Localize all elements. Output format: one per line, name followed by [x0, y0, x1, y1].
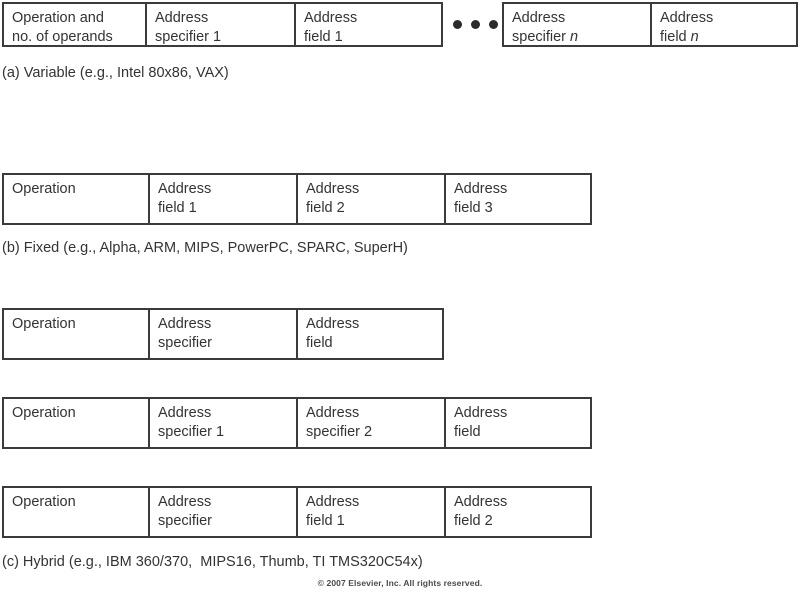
field-address-field-2: Address field 2: [454, 494, 508, 529]
field-address-field-n: Address field n: [652, 4, 796, 45]
fixed-format-row: Operation Address field 1 Address field …: [2, 173, 592, 225]
copyright-notice: © 2007 Elsevier, Inc. All rights reserve…: [317, 578, 483, 588]
field-address-field-n-line1: Address: [660, 10, 714, 26]
variable-format-left-group: Operation and no. of operands Address sp…: [2, 2, 443, 47]
ellipsis-dot-1: [453, 19, 462, 29]
hybrid-format-row-2: Operation Address specifier 1 Address sp…: [2, 397, 592, 449]
field-address-specifier-1: Address specifier 1: [150, 399, 298, 447]
field-address-field-2: Address field 2: [298, 175, 446, 223]
field-address-field: Address field: [306, 316, 360, 351]
field-operation: Operation: [4, 310, 150, 358]
field-address-specifier-1: Address specifier 1: [147, 4, 296, 45]
field-operation: Operation: [4, 175, 150, 223]
field-address-specifier: Address specifier: [150, 310, 298, 358]
field-address-field-1: Address field 1: [150, 175, 298, 223]
ellipsis-dots-icon: [453, 15, 498, 33]
hybrid-format-row-1: Operation Address specifier Address fiel…: [2, 308, 444, 360]
field-address-specifier-n: Address specifier n: [504, 4, 652, 45]
field-address-specifier-2: Address specifier 2: [298, 399, 446, 447]
caption-hybrid: (c) Hybrid (e.g., IBM 360/370, MIPS16, T…: [2, 554, 423, 570]
caption-fixed: (b) Fixed (e.g., Alpha, ARM, MIPS, Power…: [2, 240, 408, 256]
field-operation: Operation: [4, 488, 150, 536]
hybrid-format-row-3: Operation Address specifier Address fiel…: [2, 486, 592, 538]
field-address-field-1: Address field 1: [304, 10, 358, 45]
field-operation: Operation: [4, 399, 150, 447]
field-address-field: Address field: [454, 405, 508, 440]
field-address-field-n-line2: field: [660, 29, 691, 45]
variable-format-right-group: Address specifier n Address field n: [502, 2, 798, 47]
field-address-field-3: Address field 3: [454, 181, 508, 216]
field-operation-and-no-of-operands: Operation and no. of operands: [4, 4, 147, 45]
ellipsis-dot-2: [471, 19, 480, 29]
field-address-specifier-n-line1: Address: [512, 10, 566, 26]
field-address-field-1: Address field 1: [298, 488, 446, 536]
field-address-field-n-index: n: [690, 29, 699, 45]
field-address-specifier: Address specifier: [150, 488, 298, 536]
caption-variable: (a) Variable (e.g., Intel 80x86, VAX): [2, 65, 229, 81]
ellipsis-dot-3: [489, 19, 498, 29]
field-address-specifier-n-index: n: [570, 29, 579, 45]
field-address-specifier-n-line2: specifier: [512, 29, 571, 45]
